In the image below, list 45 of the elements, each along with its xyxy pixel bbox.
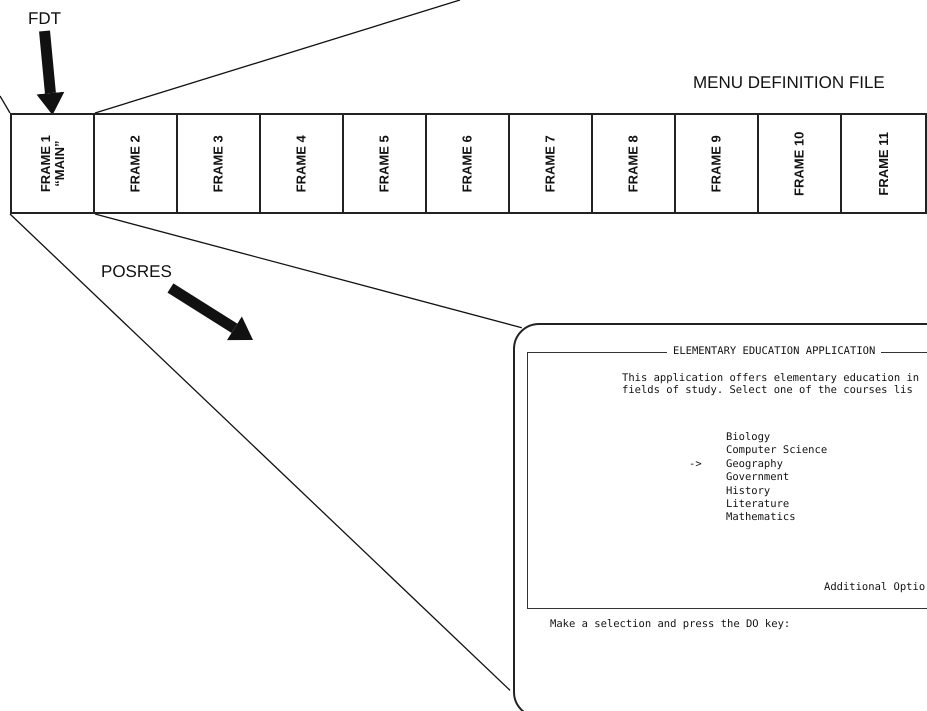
- frame-label: FRAME 5: [378, 134, 392, 192]
- zoom-line: [94, 0, 460, 114]
- frame-label: FRAME 11: [876, 132, 890, 196]
- frame-label: FRAME 1: [38, 134, 52, 192]
- frame-box: [342, 113, 427, 214]
- menu-option: Literature: [726, 498, 790, 510]
- frame-label: FRAME 8: [626, 134, 640, 192]
- frame-box: [591, 113, 676, 214]
- prompt-text: Make a selection and press the DO key:: [550, 618, 790, 630]
- frame-label: FRAME 2: [128, 134, 142, 192]
- terminal-screen: [513, 323, 927, 711]
- frame-box: [840, 113, 927, 214]
- frame-label: FRAME 6: [460, 134, 474, 192]
- options-hint: Additional Optio: [824, 581, 926, 594]
- frame-box: [757, 113, 842, 214]
- thick-arrow: [36, 30, 64, 115]
- caption-label: POSRES: [101, 263, 172, 280]
- frame-label: FRAME 3: [212, 134, 226, 192]
- frame-box: [259, 113, 344, 214]
- menu-option: Government: [726, 471, 790, 484]
- thick-arrow: [168, 283, 253, 340]
- frame-box: [425, 113, 510, 214]
- frame-box: [10, 113, 95, 214]
- frame-label: FRAME 7: [544, 134, 558, 192]
- zoom-line: [10, 214, 510, 691]
- zoom-line: [94, 213, 522, 328]
- caption-label: FDT: [28, 10, 62, 27]
- frame-box: [674, 113, 759, 214]
- frame-label: FRAME 10: [792, 131, 806, 196]
- menu-option: Mathematics: [726, 511, 796, 524]
- frame-label: FRAME 9: [710, 134, 724, 192]
- frame-box: [176, 113, 261, 214]
- zoom-line: [0, 96, 11, 114]
- menu-option: Geography: [726, 458, 783, 470]
- menu-option: History: [726, 485, 770, 498]
- file-label: MENU DEFINITION FILE: [693, 74, 885, 91]
- selection-pointer: ->: [689, 458, 702, 470]
- menu-option: Biology: [726, 431, 770, 444]
- frame-label: “MAIN”: [52, 140, 66, 187]
- frame-label: FRAME 4: [294, 134, 308, 192]
- frame-box: [508, 113, 593, 214]
- menu-option: Computer Science: [726, 444, 828, 456]
- frame-box: [93, 113, 178, 214]
- screen-instructions: This application offers elementary education in fields of study. Select one of the courses lis: [622, 372, 920, 396]
- screen-title: ELEMENTARY EDUCATION APPLICATION: [667, 345, 882, 358]
